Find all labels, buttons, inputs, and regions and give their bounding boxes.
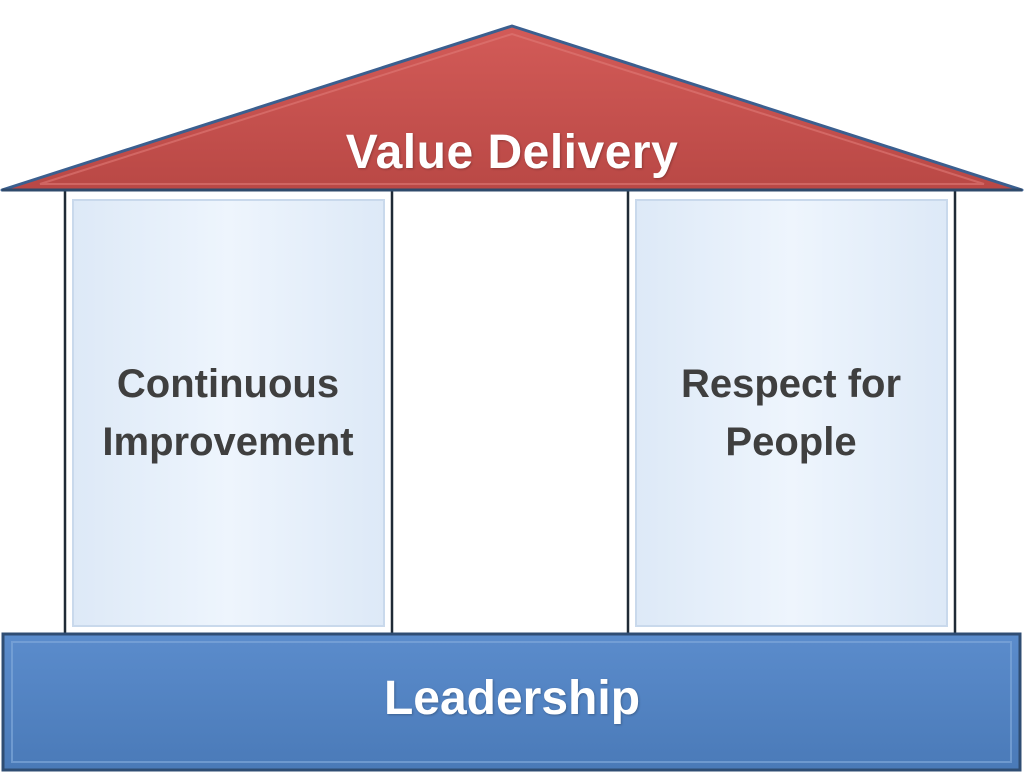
pillar-left-label: Continuous Improvement — [68, 355, 388, 471]
pillar-left-label-line1: Continuous — [116, 362, 340, 406]
pillar-right-label-line2: People — [725, 420, 857, 464]
pillar-right-label: Respect for People — [630, 355, 952, 471]
roof-label: Value Delivery — [345, 126, 679, 179]
base — [1, 632, 1022, 772]
base-label: Leadership — [383, 672, 641, 725]
pillar-left — [63, 188, 394, 638]
pillar-right-label-line1: Respect for — [680, 362, 902, 406]
roof — [0, 24, 1024, 192]
pillar-left-label-line2: Improvement — [102, 420, 354, 464]
